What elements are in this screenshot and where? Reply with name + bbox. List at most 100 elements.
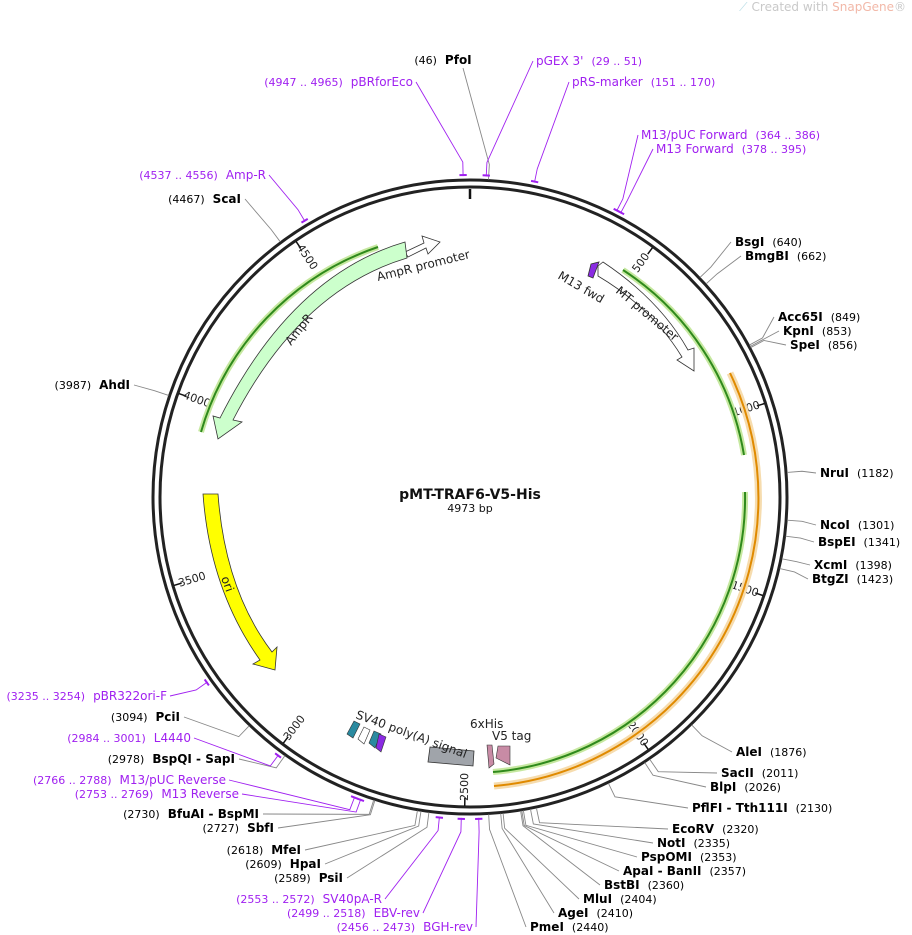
enzyme-leader — [649, 759, 718, 774]
enzyme-leader — [238, 755, 286, 769]
tick-2000 — [642, 742, 649, 750]
primer-leader — [475, 817, 480, 928]
enzyme-leader — [787, 470, 817, 474]
enzyme-site-label[interactable]: AgeI(2410) — [558, 906, 633, 920]
enzyme-leader — [522, 810, 638, 858]
snapgene-watermark: ⟋Created with SnapGene® — [739, 0, 906, 14]
tick-1000 — [756, 402, 765, 407]
enzyme-site-label[interactable]: NruI(1182) — [820, 466, 894, 480]
enzyme-leader — [324, 811, 422, 865]
primer-site-label[interactable]: (2766 .. 2788)M13/pUC Reverse — [33, 773, 226, 787]
site-labels: (46)PfoI BsgI(640)BmgBI(662) Acc65I(849)Kp… — [7, 53, 901, 934]
enzyme-site-label[interactable]: (3987)AhdI — [55, 378, 130, 392]
enzyme-site-label[interactable]: PmeI(2440) — [530, 920, 608, 934]
ampr-arrow[interactable] — [212, 241, 408, 440]
primer-site-label[interactable]: (3235 .. 3254)pBR322ori-F — [7, 689, 168, 703]
enzyme-site-label[interactable]: BmgBI(662) — [745, 249, 826, 263]
primer-leader — [415, 81, 464, 177]
primer-leader — [193, 737, 280, 767]
tick-label-3500: 3500 — [177, 569, 208, 589]
label-leaders — [133, 60, 817, 928]
ampr-promoter-arrow[interactable] — [404, 235, 441, 258]
enzyme-site-label[interactable]: KpnI(853) — [783, 324, 852, 338]
enzyme-leader — [521, 810, 620, 872]
enzyme-site-label[interactable]: (3094)PciI — [111, 710, 180, 724]
m13-fwd-arrow[interactable] — [587, 261, 600, 279]
primer-leader — [169, 681, 208, 697]
enzyme-site-label[interactable]: (4467)ScaI — [168, 192, 241, 206]
primer-site-label[interactable]: (2984 .. 3001)L4440 — [67, 731, 191, 745]
enzyme-leader — [705, 255, 742, 285]
feature-label-6xhis: 6xHis — [470, 717, 503, 731]
enzyme-site-label[interactable]: ApaI - BanII(2357) — [623, 864, 746, 878]
enzyme-site-label[interactable]: (2609)HpaI — [245, 857, 321, 871]
primer-site-label[interactable]: (4947 .. 4965)pBRforEco — [264, 75, 413, 89]
enzyme-site-label[interactable]: (2978)BspQI - SapI — [108, 752, 235, 766]
plasmid-size: 4973 bp — [447, 502, 492, 515]
sv40-purple-feature — [375, 733, 387, 753]
tick-label-4500: 4500 — [294, 242, 321, 272]
primer-leader — [620, 148, 654, 214]
enzyme-site-label[interactable]: SacII(2011) — [721, 766, 798, 780]
plasmid-center: pMT-TRAF6-V5-His 4973 bp — [399, 487, 541, 515]
enzyme-site-label[interactable]: MluI(2404) — [583, 892, 657, 906]
enzyme-site-label[interactable]: NcoI(1301) — [820, 518, 894, 532]
enzyme-site-label[interactable]: NotI(2335) — [657, 836, 730, 850]
primer-leader — [616, 134, 639, 212]
enzyme-site-label[interactable]: PspOMI(2353) — [641, 850, 737, 864]
tick-label-3000: 3000 — [281, 713, 308, 743]
enzyme-site-label[interactable]: EcoRV(2320) — [672, 822, 759, 836]
tick-4500 — [295, 241, 302, 249]
enzyme-leader — [750, 340, 787, 348]
enzyme-leader — [262, 799, 375, 815]
enzyme-site-label[interactable]: BsgI(640) — [735, 235, 802, 249]
sv40-polya-arrow[interactable] — [427, 746, 475, 767]
enzyme-leader — [346, 812, 430, 879]
feature-label-sv40-polya: SV40 poly(A) signal — [354, 708, 469, 761]
primer-site-label[interactable]: (2553 .. 2572)SV40pA-R — [236, 892, 382, 906]
enzyme-site-label[interactable]: BtgZI(1423) — [812, 572, 893, 586]
enzyme-site-label[interactable]: (2589)PsiI — [274, 871, 343, 885]
enzyme-leader — [749, 330, 780, 347]
enzyme-site-label[interactable]: (2727)SbfI — [203, 821, 275, 835]
primer-leader — [241, 793, 362, 813]
enzyme-leader — [530, 809, 654, 844]
enzyme-leader — [277, 800, 376, 829]
enzyme-site-label[interactable]: SpeI(856) — [790, 338, 857, 352]
primer-leader — [485, 60, 534, 177]
enzyme-site-label[interactable]: PflFI - Tth111I(2130) — [692, 801, 832, 815]
primer-site-label[interactable]: (2753 .. 2769)M13 Reverse — [75, 787, 239, 801]
tick-3000 — [282, 736, 289, 744]
enzyme-leader — [749, 316, 775, 346]
enzyme-site-label[interactable]: BspEI(1341) — [818, 535, 900, 549]
tick-500 — [647, 247, 654, 255]
primer-site-label[interactable]: pRS-marker(151 .. 170) — [572, 75, 715, 89]
enzyme-site-label[interactable]: (2618)MfeI — [227, 843, 301, 857]
primer-site-label[interactable]: pGEX 3'(29 .. 51) — [536, 54, 642, 68]
enzyme-leader — [133, 384, 169, 396]
enzyme-site-label[interactable]: BlpI(2026) — [710, 780, 781, 794]
plasmid-name: pMT-TRAF6-V5-His — [399, 487, 541, 503]
enzyme-site-label[interactable]: (46)PfoI — [414, 53, 471, 67]
primer-site-label[interactable]: M13/pUC Forward(364 .. 386) — [641, 128, 820, 142]
6xhis-arrow[interactable] — [486, 744, 495, 769]
enzyme-site-label[interactable]: AleI(1876) — [736, 745, 807, 759]
enzyme-site-label[interactable]: Acc65I(849) — [778, 310, 860, 324]
enzyme-leader — [779, 568, 809, 580]
primer-site-label[interactable]: (4537 .. 4556)Amp-R — [139, 168, 266, 182]
ori-arrow[interactable] — [202, 493, 278, 671]
primer-site-label[interactable]: (2499 .. 2518)EBV-rev — [287, 906, 420, 920]
tick-1500 — [755, 592, 764, 597]
primer-site-label[interactable]: M13 Forward(378 .. 395) — [656, 142, 806, 156]
mt-promoter-arrow[interactable] — [597, 261, 695, 372]
enzyme-site-label[interactable]: BstBI(2360) — [604, 878, 684, 892]
v5-tag-arrow[interactable] — [495, 745, 511, 766]
enzyme-site-label[interactable]: XcmI(1398) — [814, 558, 892, 572]
enzyme-leader — [520, 810, 601, 886]
primer-leader — [534, 81, 570, 183]
enzyme-site-label[interactable]: (2730)BfuAI - BspMI — [123, 807, 259, 821]
enzyme-leader — [183, 716, 250, 738]
primer-site-label[interactable]: (2456 .. 2473)BGH-rev — [337, 920, 473, 934]
feature-label-ori: ori — [218, 574, 236, 593]
